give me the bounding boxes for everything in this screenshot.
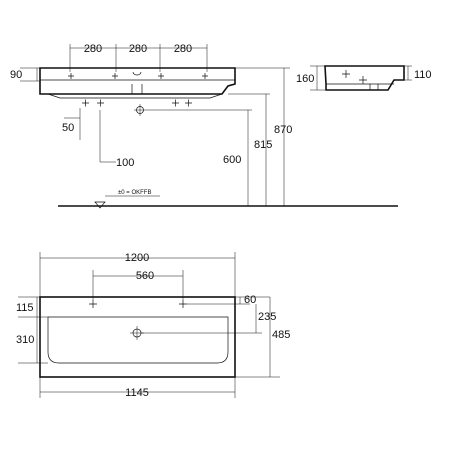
side-view: 160 110 bbox=[296, 65, 432, 91]
dim-235-label: 235 bbox=[258, 311, 276, 323]
front-basin-outline bbox=[39, 67, 236, 95]
overall-depth-label: 485 bbox=[272, 329, 290, 341]
dim-60-label: 60 bbox=[244, 294, 256, 306]
side-dim-160-label: 160 bbox=[296, 73, 314, 85]
front-view: 280 280 280 90 50 100 ±0 = OKFFB bbox=[10, 43, 398, 209]
front-tap-marks bbox=[68, 71, 208, 79]
height-dims: 600 815 870 bbox=[146, 67, 292, 206]
offset-100-label: 100 bbox=[116, 157, 134, 169]
tap-hole-left bbox=[89, 300, 97, 308]
inner-width-label: 1145 bbox=[125, 387, 149, 399]
tap-spacing-label-1: 280 bbox=[84, 43, 102, 55]
height-600-label: 600 bbox=[223, 154, 241, 166]
floor-reference-label: ±0 = OKFFB bbox=[118, 190, 151, 196]
rim-thickness-dim: 90 bbox=[10, 67, 40, 82]
top-basin-outline bbox=[39, 296, 236, 378]
top-right-dims: 60 235 485 bbox=[141, 294, 290, 378]
side-dims: 160 110 bbox=[296, 65, 432, 91]
side-dim-110-label: 110 bbox=[414, 69, 432, 81]
front-bracket-marks bbox=[82, 99, 192, 116]
front-tap-spacing-dims: 280 280 280 bbox=[69, 43, 208, 72]
offset-dims: 50 100 bbox=[62, 108, 134, 169]
top-view: 1200 560 1145 115 310 60 bbox=[16, 252, 290, 399]
dim-115-label: 115 bbox=[16, 302, 34, 314]
tap-spacing-label-3: 280 bbox=[174, 43, 192, 55]
height-870-label: 870 bbox=[274, 124, 292, 136]
top-width-dims: 1200 560 1145 bbox=[39, 252, 236, 399]
top-left-dims: 115 310 bbox=[16, 296, 48, 364]
tap-hole-right bbox=[179, 300, 187, 308]
rim-thickness-label: 90 bbox=[10, 69, 22, 81]
offset-50-label: 50 bbox=[62, 122, 74, 134]
top-bowl-outline bbox=[47, 316, 229, 364]
floor-reference: ±0 = OKFFB bbox=[94, 190, 160, 209]
dim-310-label: 310 bbox=[16, 334, 34, 346]
tap-spacing-label-2: 280 bbox=[129, 43, 147, 55]
height-815-label: 815 bbox=[254, 139, 272, 151]
tap-hole-spacing-label: 560 bbox=[136, 270, 154, 282]
side-basin-outline bbox=[324, 65, 405, 91]
overall-width-label: 1200 bbox=[125, 252, 149, 264]
